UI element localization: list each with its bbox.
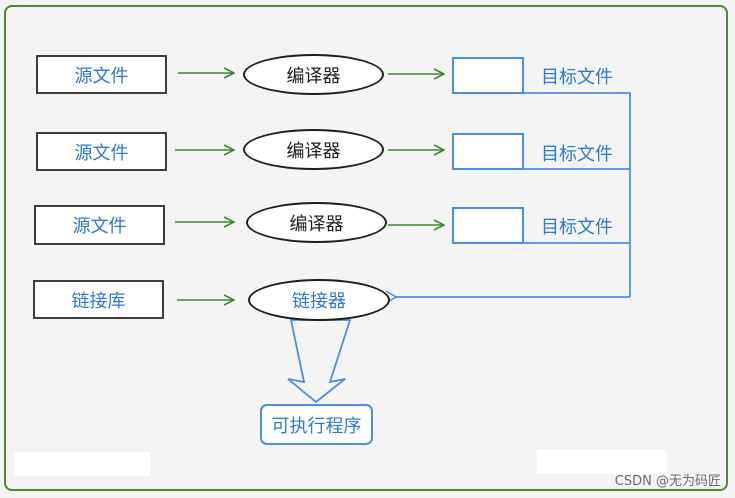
source-file-label: 源文件 [74,142,129,164]
compiler-label: 编译器 [286,65,341,87]
linker-node: 链接器 [248,279,390,321]
target-file-label-2: 目标文件 [541,144,613,165]
link-line-target-1 [523,92,631,297]
source-file-label: 源文件 [74,65,129,87]
source-file-label: 源文件 [72,216,127,237]
arrow-linker-to-executable [287,319,352,404]
compiler-label: 编译器 [286,140,341,162]
source-file-box-2: 源文件 [36,132,167,171]
source-file-box-1: 源文件 [36,55,167,94]
compiler-node-3: 编译器 [246,202,387,243]
diagram-frame [4,5,728,491]
compiler-label: 编译器 [289,213,344,235]
compiler-node-1: 编译器 [243,54,384,95]
target-file-label-3: 目标文件 [541,217,613,238]
library-label: 链接库 [71,290,126,312]
target-file-label-1: 目标文件 [541,67,613,88]
target-file-box-1 [452,57,524,94]
bottom-right-patch [537,450,667,474]
target-file-box-3 [452,207,524,244]
library-box: 链接库 [33,280,164,319]
compiler-node-2: 编译器 [243,129,384,170]
target-file-box-2 [452,133,524,170]
executable-label: 可执行程序 [271,415,362,437]
executable-box: 可执行程序 [260,404,373,445]
bottom-left-patch [14,452,150,476]
watermark-text: CSDN @无为码匠 [614,474,721,489]
linker-label: 链接器 [292,291,346,312]
source-file-box-3: 源文件 [34,205,165,245]
